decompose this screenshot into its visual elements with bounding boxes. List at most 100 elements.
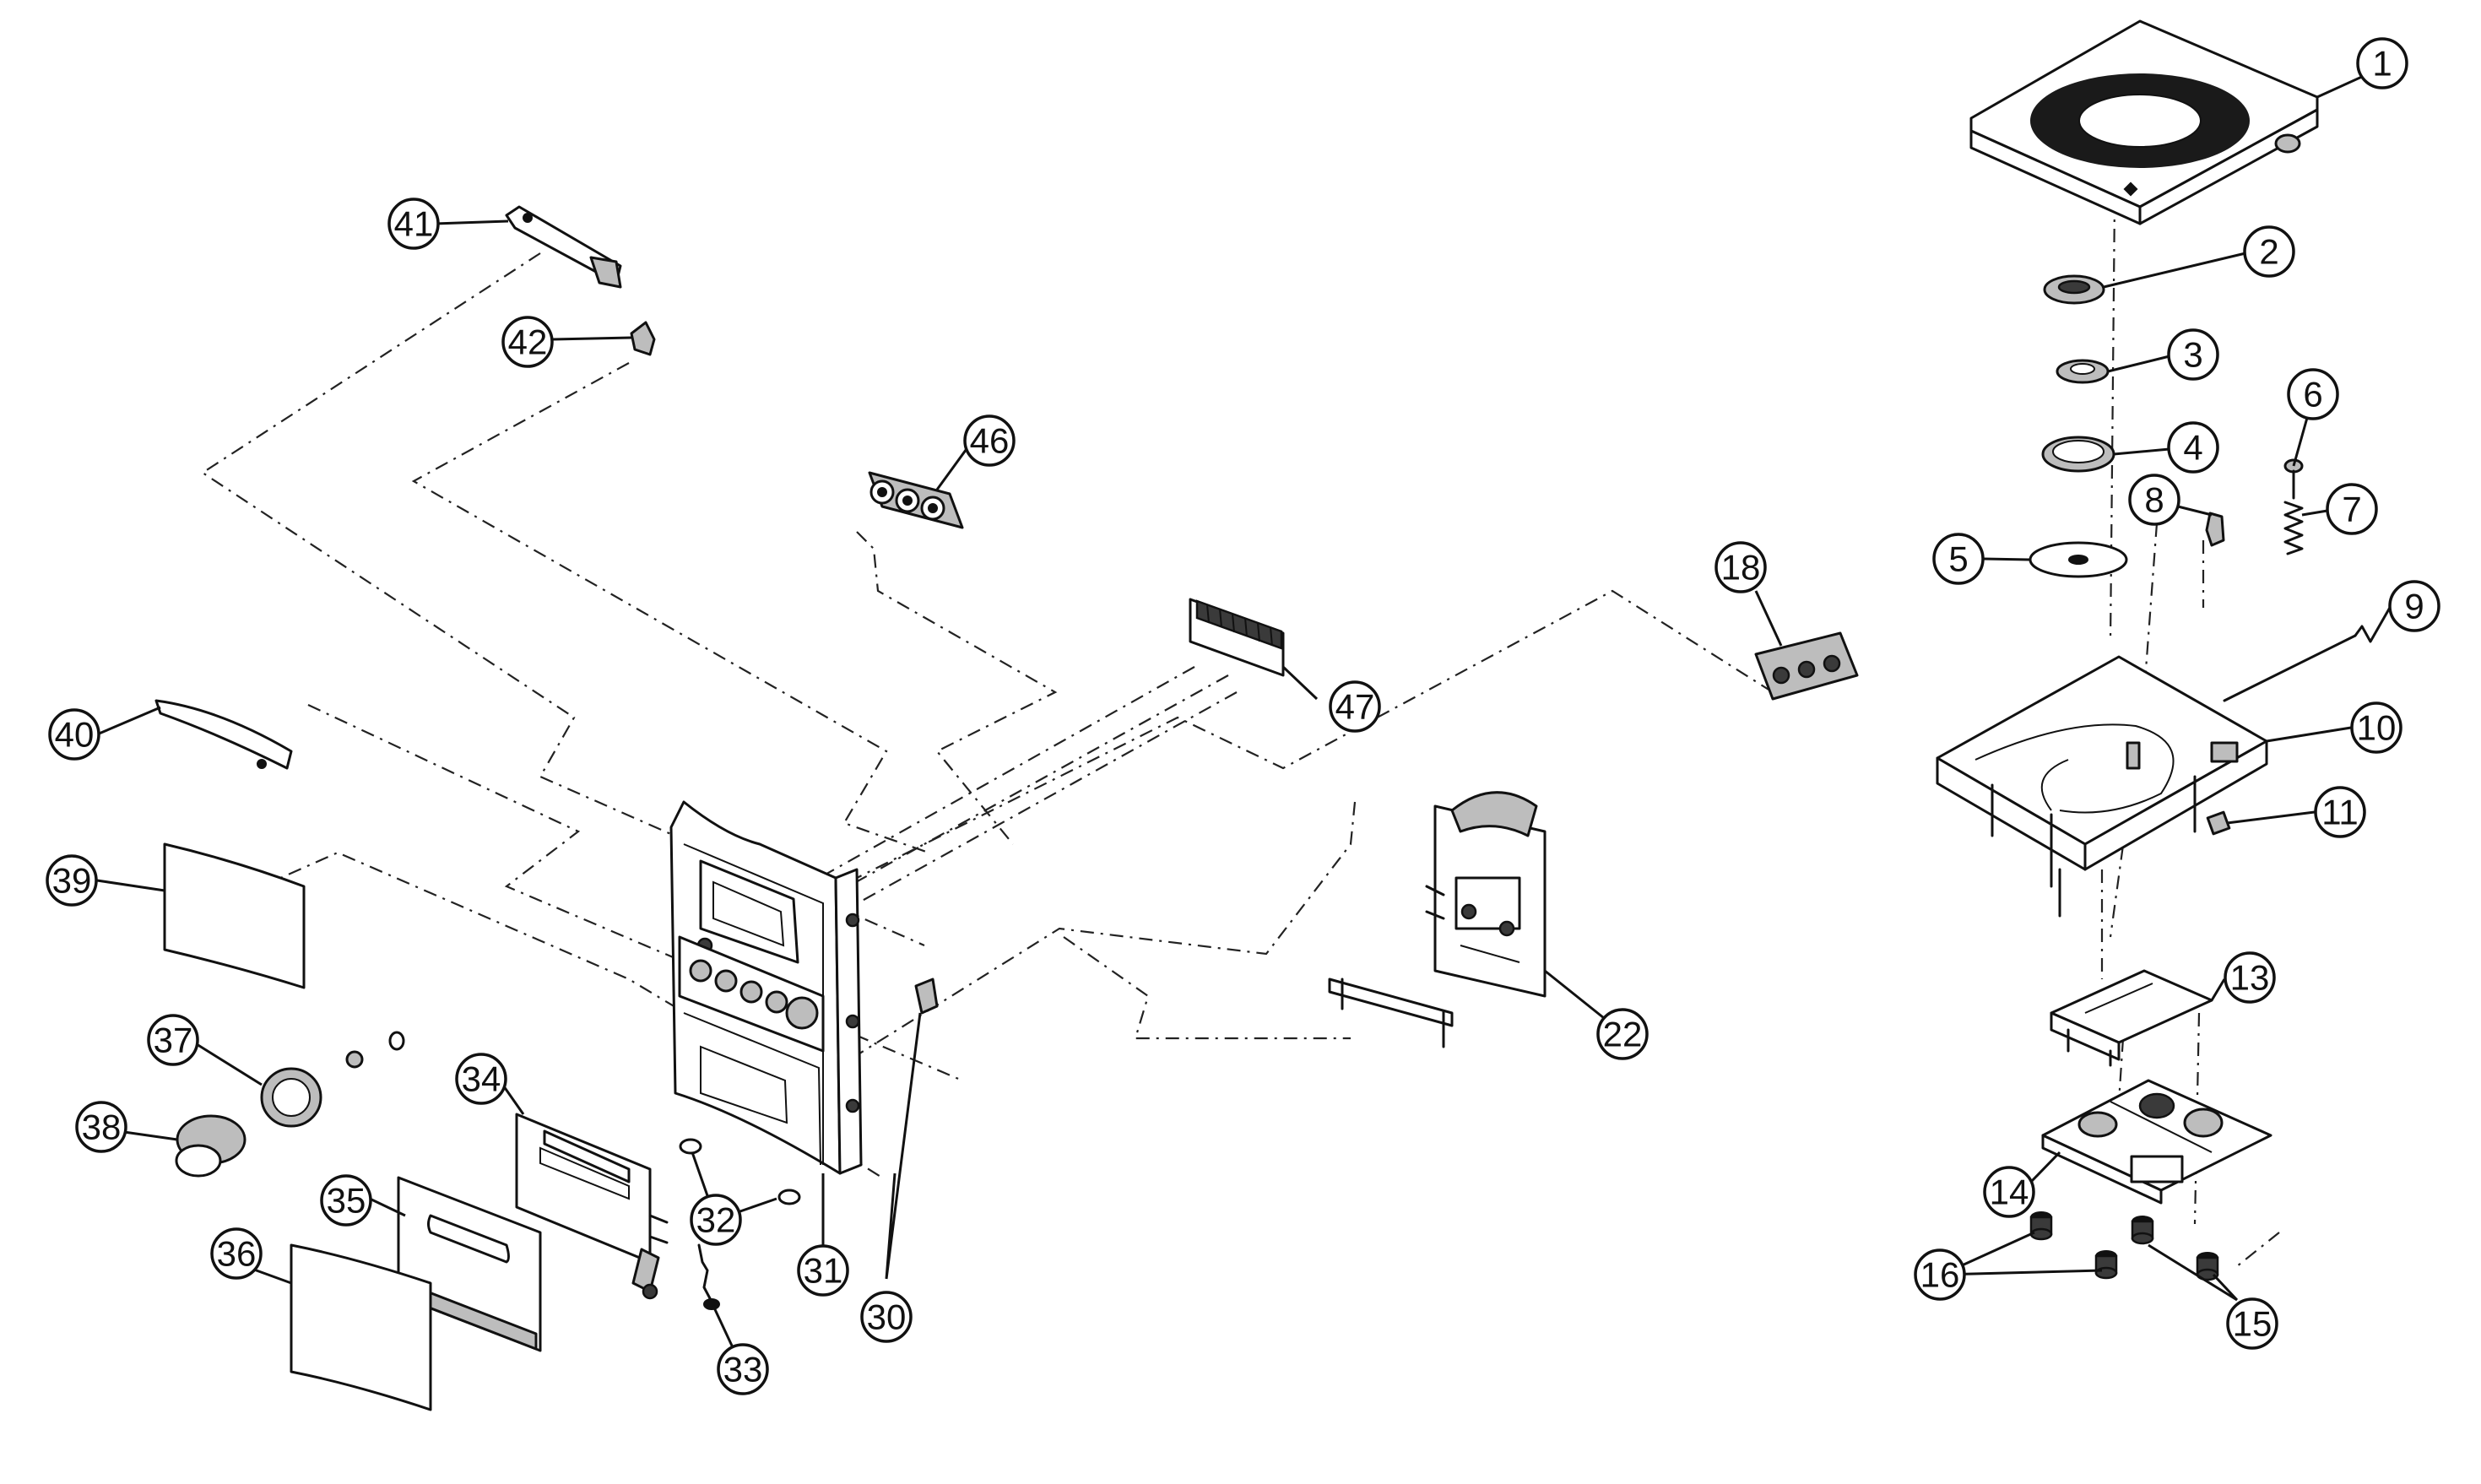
- callout-number-7: 7: [2342, 490, 2361, 529]
- callout-number-5: 5: [1948, 539, 1968, 579]
- part-40-lens-cover: [154, 699, 293, 770]
- part-4-clamper-holder: [2041, 436, 2115, 473]
- callout: 35: [320, 1174, 372, 1227]
- callout: 6: [2287, 368, 2339, 420]
- callout-number-4: 4: [2183, 428, 2202, 468]
- callout-number-10: 10: [2357, 708, 2397, 748]
- part-47-grille: [1189, 598, 1285, 677]
- callout-number-32: 32: [696, 1200, 736, 1240]
- callout-number-1: 1: [2372, 44, 2392, 84]
- callout: 46: [963, 414, 1016, 467]
- callout: 10: [2350, 701, 2402, 754]
- callout-number-15: 15: [2233, 1304, 2272, 1344]
- part-22-transformer-board: [1425, 791, 1547, 998]
- callout: 14: [1983, 1166, 2035, 1218]
- callout-number-8: 8: [2144, 480, 2164, 520]
- support-bracket: [1328, 978, 1454, 1048]
- part-2-clamper-magnet: [2043, 274, 2105, 305]
- callout-number-41: 41: [394, 204, 434, 244]
- part-16-rubber-foot-a: [2029, 1211, 2053, 1241]
- callout-number-18: 18: [1721, 548, 1761, 588]
- callout: 32: [690, 1194, 742, 1246]
- callout: 2: [2243, 225, 2295, 278]
- part-32-foot-a: [679, 1138, 702, 1155]
- part-42-clip: [630, 321, 656, 356]
- callout-number-39: 39: [52, 861, 92, 901]
- part-11-bracket: [2206, 810, 2231, 836]
- part-18-connector: [1754, 631, 1859, 701]
- callout: 3: [2167, 328, 2219, 381]
- callout: 33: [717, 1343, 769, 1395]
- part-16-rubber-foot-b: [2094, 1250, 2118, 1280]
- callout: 47: [1329, 680, 1381, 733]
- callout: 4: [2167, 421, 2219, 474]
- callout: 37: [147, 1014, 199, 1066]
- callout-number-14: 14: [1990, 1173, 2029, 1212]
- part-3-clamper-ring: [2056, 359, 2110, 384]
- callout-number-47: 47: [1335, 687, 1375, 727]
- callout: 34: [455, 1053, 507, 1105]
- knob-washer-b: [388, 1031, 405, 1051]
- callout: 18: [1714, 541, 1767, 593]
- callout: 42: [501, 316, 554, 368]
- callout-number-6: 6: [2303, 375, 2322, 414]
- callout-number-31: 31: [804, 1251, 843, 1291]
- callout-number-13: 13: [2230, 958, 2270, 998]
- callout-number-38: 38: [82, 1108, 122, 1147]
- callout-number-2: 2: [2259, 232, 2278, 272]
- callout: 22: [1596, 1008, 1649, 1060]
- callout-number-33: 33: [723, 1350, 763, 1389]
- callout-number-30: 30: [867, 1297, 907, 1337]
- callout: 41: [387, 198, 440, 250]
- callout-number-40: 40: [55, 715, 95, 755]
- part-34-cassette-frame: [515, 1113, 669, 1300]
- part-30-lever: [914, 978, 939, 1015]
- callout-number-22: 22: [1603, 1015, 1643, 1054]
- assembly-guide-lines: [200, 198, 2280, 1267]
- callout-number-42: 42: [508, 322, 548, 362]
- part-37-knob-ring: [260, 1067, 322, 1128]
- part-7-spring: [2283, 501, 2304, 555]
- callout: 15: [2226, 1297, 2278, 1350]
- callout: 5: [1932, 533, 1985, 585]
- callout-number-34: 34: [462, 1059, 501, 1099]
- part-39-display-window: [163, 842, 306, 989]
- callout: 8: [2128, 474, 2180, 526]
- callout-number-35: 35: [327, 1181, 366, 1221]
- part-33-spring: [697, 1243, 720, 1310]
- callout: 38: [75, 1101, 127, 1153]
- callout-number-16: 16: [1920, 1255, 1960, 1295]
- callout: 16: [1914, 1248, 1966, 1301]
- callout: 9: [2388, 580, 2440, 632]
- callout: 11: [2314, 786, 2366, 838]
- callout: 1: [2356, 37, 2408, 89]
- knob-washer-a: [345, 1050, 364, 1069]
- part-36-window: [290, 1243, 432, 1411]
- part-1-disc-lid: [1969, 19, 2319, 225]
- callout: 30: [860, 1291, 913, 1343]
- part-32-foot-b: [777, 1189, 801, 1205]
- part-14-pickup-mechanism: [2041, 1079, 2272, 1205]
- part-13-pickup-bracket: [2050, 969, 2213, 1067]
- part-8-clip: [2205, 512, 2225, 547]
- part-5-disc-plate: [2029, 541, 2128, 578]
- part-41-top-bracket: [505, 205, 622, 289]
- part-35-cassette-door: [397, 1176, 542, 1352]
- callout-number-46: 46: [970, 421, 1010, 461]
- callout-number-37: 37: [154, 1021, 193, 1060]
- part-46-jack-assembly: [868, 471, 964, 529]
- callout: 36: [210, 1227, 263, 1280]
- callout: 40: [48, 708, 100, 761]
- part-38-knob: [175, 1114, 246, 1178]
- part-9-rod: [2223, 625, 2372, 702]
- callout: 7: [2326, 483, 2378, 535]
- callout-number-11: 11: [2321, 793, 2359, 832]
- callout-number-9: 9: [2404, 587, 2424, 626]
- callout-number-3: 3: [2183, 335, 2202, 375]
- part-10-tray-chassis: [1936, 655, 2268, 918]
- callout: 31: [797, 1244, 849, 1297]
- part-31-front-panel: [669, 800, 863, 1175]
- callout: 39: [46, 854, 98, 907]
- callout-number-36: 36: [217, 1234, 257, 1274]
